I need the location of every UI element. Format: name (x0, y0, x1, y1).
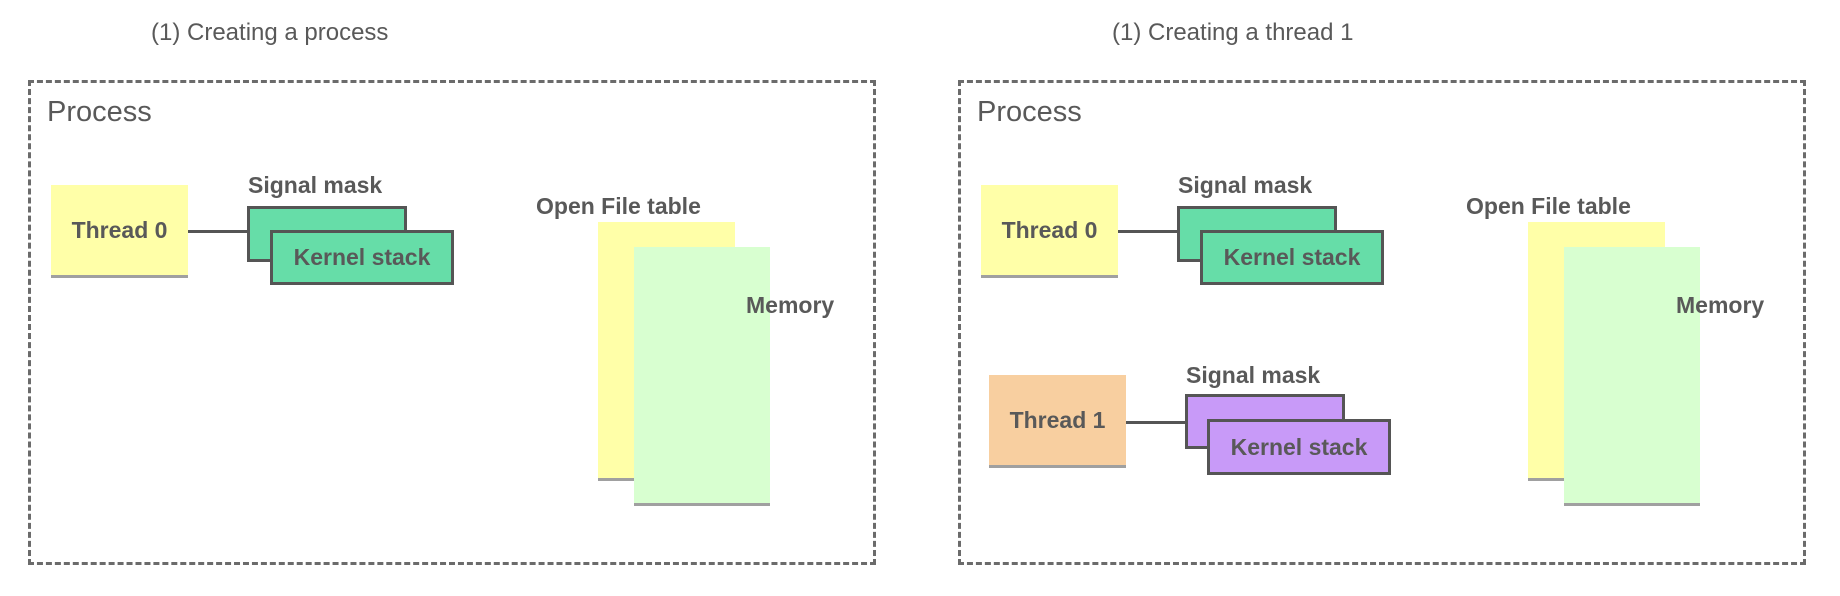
kernel-stack-block: Kernel stack (270, 230, 454, 285)
open-file-table-label: Open File table (536, 193, 701, 219)
thread-0-box: Thread 0 (981, 185, 1118, 278)
thread-1-connector (1126, 421, 1186, 424)
process-label: Process (47, 96, 152, 128)
memory-label: Memory (746, 292, 835, 318)
panel-title: (1) Creating a thread 1 (1112, 19, 1354, 46)
thread-0-connector (188, 230, 248, 233)
kernel-stack-block: Kernel stack (1200, 230, 1384, 285)
thread-0-box: Thread 0 (51, 185, 188, 278)
thread-1-box: Thread 1 (989, 375, 1126, 468)
panel-creating-thread: (1) Creating a thread 1 Process Thread 0… (930, 0, 1840, 596)
process-container (28, 80, 876, 565)
open-file-table-label: Open File table (1466, 193, 1631, 219)
memory-label: Memory (1676, 292, 1765, 318)
signal-mask-label-thread-1: Signal mask (1186, 362, 1321, 388)
panel-title: (1) Creating a process (151, 19, 389, 46)
memory-sheet (1564, 247, 1700, 506)
memory-sheet (634, 247, 770, 506)
thread-0-connector (1118, 230, 1178, 233)
signal-mask-label: Signal mask (248, 172, 383, 198)
panel-creating-process: (1) Creating a process Process Thread 0 … (28, 19, 876, 565)
process-label: Process (977, 96, 1082, 128)
kernel-stack-block-thread-1: Kernel stack (1207, 419, 1391, 475)
signal-mask-label: Signal mask (1178, 172, 1313, 198)
process-container (958, 80, 1806, 565)
